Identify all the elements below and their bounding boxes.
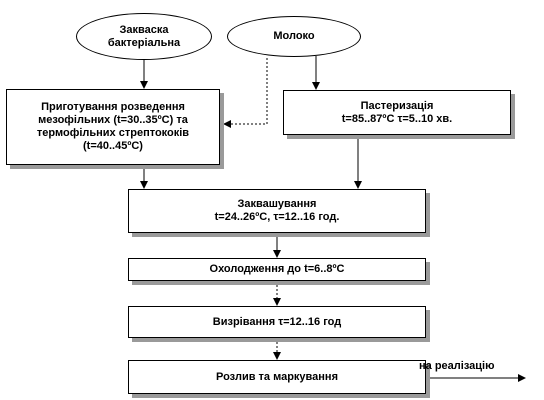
edge-milk-to-prep <box>223 58 268 128</box>
edge-label-to-sale: на реалізацію <box>419 360 495 372</box>
node-cooling: Охолодження до t=6..8ºC <box>128 258 426 281</box>
node-ripening: Визрівання τ=12..16 год <box>128 306 426 338</box>
node-bottling: Розлив та маркування <box>128 360 426 394</box>
node-fermentation: Заквашування t=24..26ºC, τ=12..16 год. <box>128 189 426 233</box>
node-prep: Приготування розведення мезофільних (t=3… <box>6 89 220 165</box>
node-milk: Молоко <box>227 16 361 57</box>
node-pasteurization: Пастеризація t=85..87ºC τ=5..10 хв. <box>283 90 511 135</box>
node-starter: Закваска бактеріальна <box>76 13 212 60</box>
